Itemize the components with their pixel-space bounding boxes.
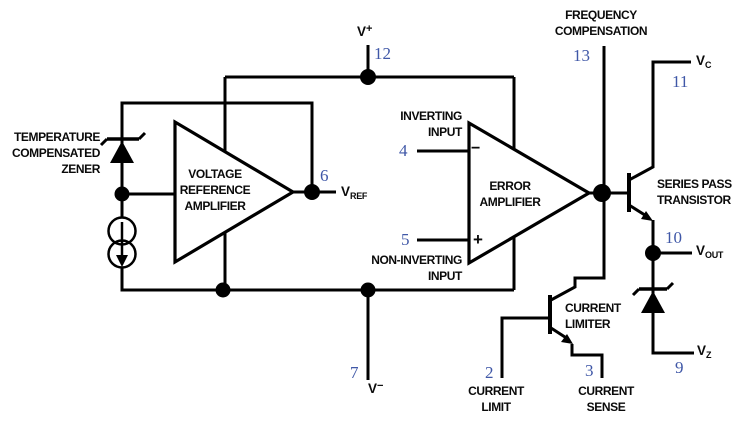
- pin-4: 4: [399, 141, 408, 160]
- junction-dot: [215, 282, 231, 298]
- current-limit-line1: CURRENT: [468, 384, 524, 398]
- junction-dot: [304, 184, 320, 200]
- junction-dot: [593, 184, 611, 202]
- output-zener-icon: [631, 281, 675, 313]
- v-z-base: V: [697, 343, 707, 358]
- pin-10: 10: [665, 228, 682, 247]
- vra-triangle: [173, 119, 297, 265]
- series-pass-label: SERIES PASS TRANSISTOR: [657, 176, 732, 208]
- pin-6: 6: [320, 166, 329, 185]
- error-amp-label: ERROR AMPLIFIER: [479, 178, 540, 210]
- temp-zener-line3: ZENER: [61, 162, 100, 176]
- wire-cl-base: [500, 316, 550, 378]
- non-inverting-input-label: NON-INVERTING INPUT: [371, 252, 462, 284]
- pin-12: 12: [374, 44, 391, 63]
- series-pass-line2: TRANSISTOR: [657, 193, 731, 207]
- pin-5: 5: [401, 230, 410, 249]
- series-pass-line1: SERIES PASS: [657, 177, 732, 191]
- pin-13: 13: [573, 46, 590, 65]
- error-amp-line1: ERROR: [489, 179, 531, 193]
- pin-2: 2: [485, 363, 494, 382]
- temp-zener-icon: [99, 131, 147, 163]
- non-inverting-plus-sign: +: [473, 230, 483, 249]
- current-sense-label: CURRENT SENSE: [578, 383, 634, 415]
- v-ref-sub: REF: [350, 191, 368, 201]
- inverting-input-label: INVERTING INPUT: [400, 108, 462, 140]
- v-ref-base: V: [341, 184, 351, 199]
- v-out-terminal: VOUT: [696, 243, 723, 260]
- inverting-line2: INPUT: [427, 125, 462, 139]
- current-limiter-line2: LIMITER: [565, 317, 611, 331]
- junction-dot: [114, 186, 130, 202]
- non-inverting-line1: NON-INVERTING: [371, 253, 462, 267]
- wire-output-column: [651, 220, 694, 355]
- v-out-sub: OUT: [705, 250, 724, 260]
- v-c-terminal: VC: [696, 53, 712, 70]
- current-limiter-line1: CURRENT: [565, 301, 621, 315]
- v-z-sub: Z: [706, 350, 712, 360]
- pin-7: 7: [350, 363, 359, 382]
- series-pass-transistor-icon: [627, 173, 653, 221]
- v-c-base: V: [696, 53, 706, 68]
- pin-3: 3: [585, 361, 594, 380]
- non-inverting-line2: INPUT: [427, 269, 462, 283]
- inverting-line1: INVERTING: [400, 109, 462, 123]
- current-limiter-transistor-icon: [548, 295, 573, 344]
- pin-11: 11: [672, 72, 689, 91]
- wire-cl-collector: [550, 193, 606, 302]
- vra-line3: AMPLIFIER: [184, 199, 246, 213]
- v-plus-base: V: [357, 24, 367, 39]
- current-sense-line2: SENSE: [586, 400, 626, 414]
- inverting-minus-sign: −: [471, 140, 481, 157]
- current-sense-line1: CURRENT: [578, 384, 634, 398]
- error-amp-line2: AMPLIFIER: [479, 195, 541, 209]
- v-minus-sup: −: [377, 380, 384, 392]
- wire-cl-emitter-down: [570, 344, 604, 378]
- v-out-base: V: [696, 243, 706, 258]
- error-amp-triangle: [467, 120, 593, 266]
- wire-sp-collector-vc: [628, 60, 691, 182]
- freq-comp-label: FREQUENCY COMPENSATION: [554, 7, 648, 39]
- junction-dot: [360, 69, 376, 85]
- v-minus-base: V: [368, 381, 378, 396]
- wire-feedback-left-loop: [120, 101, 514, 292]
- v-z-terminal: VZ: [697, 343, 712, 360]
- junction-dot: [360, 282, 376, 298]
- junction-dots: [114, 69, 661, 298]
- current-source-icon: [107, 216, 137, 269]
- junction-dot: [645, 245, 661, 261]
- freq-comp-line1: FREQUENCY: [565, 8, 637, 22]
- temp-zener-line1: TEMPERATURE: [13, 130, 100, 144]
- v-ref-terminal: VREF: [341, 184, 367, 201]
- v-minus-terminal: V−: [368, 380, 383, 396]
- pin-9: 9: [675, 358, 684, 377]
- v-c-sub: C: [705, 60, 712, 70]
- temp-zener-line2: COMPENSATED: [11, 146, 100, 160]
- vra-line2: REFERENCE: [179, 183, 251, 197]
- current-limit-line2: LIMIT: [481, 400, 511, 414]
- current-limit-label: CURRENT LIMIT: [468, 383, 524, 415]
- current-limiter-label: CURRENT LIMITER: [565, 300, 621, 332]
- vra-label: VOLTAGE REFERENCE AMPLIFIER: [179, 166, 251, 214]
- freq-comp-line2: COMPENSATION: [554, 24, 648, 38]
- v-plus-sup: +: [366, 23, 373, 35]
- vra-line1: VOLTAGE: [188, 167, 242, 181]
- v-plus-terminal: V+: [357, 23, 372, 39]
- temp-zener-label: TEMPERATURE COMPENSATED ZENER: [12, 129, 100, 177]
